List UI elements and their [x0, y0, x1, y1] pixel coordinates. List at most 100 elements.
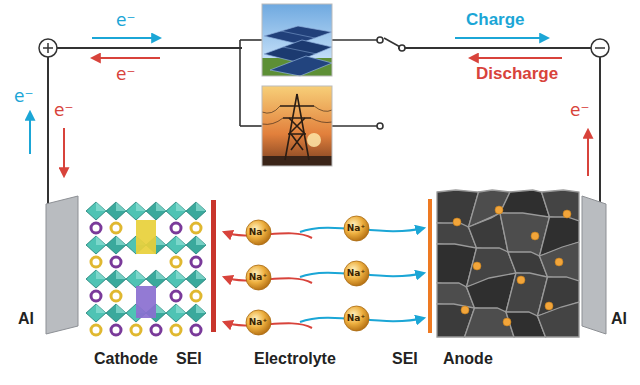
octahedron	[146, 270, 166, 288]
electron-label: e⁻	[570, 100, 589, 120]
discharge-label: Discharge	[476, 64, 558, 84]
illustration-part	[283, 47, 317, 54]
illustration-part	[92, 37, 160, 39]
illustration-part	[92, 57, 160, 59]
octahedron-facet	[196, 270, 206, 279]
octahedron	[86, 202, 106, 220]
sodium-ion: Na⁺	[245, 309, 272, 336]
octahedron-facet	[96, 270, 106, 279]
negative-terminal	[591, 39, 609, 57]
octahedron-facet	[96, 304, 106, 313]
octahedron	[166, 236, 186, 254]
stored-sodium	[517, 276, 525, 284]
illustration-part	[240, 125, 262, 127]
octahedron-facet	[156, 202, 166, 211]
part-label: SEI	[392, 350, 418, 368]
illustration-part	[377, 123, 383, 129]
octahedron	[106, 270, 126, 288]
octahedron	[146, 202, 166, 220]
illustration-part	[29, 112, 31, 154]
illustration-part	[262, 156, 332, 166]
electron-label: e⁻	[116, 64, 135, 84]
octahedron	[126, 270, 146, 288]
solar-panel-photo	[262, 4, 332, 76]
part-label: Anode	[443, 350, 493, 368]
illustration-part	[377, 37, 383, 43]
octahedron-facet	[176, 270, 186, 279]
sodium-ion: Na⁺	[245, 264, 272, 291]
sodium-site	[111, 257, 121, 267]
sodium-ion: Na⁺	[343, 215, 370, 242]
current-collector: Al	[578, 196, 636, 338]
sodium-ion: Na⁺	[245, 219, 272, 246]
stored-sodium	[461, 306, 469, 314]
sei-layer: SEI	[390, 195, 434, 372]
octahedron-facet	[136, 202, 146, 211]
illustration-part	[595, 47, 605, 49]
octahedron	[166, 270, 186, 288]
illustration-part	[39, 39, 57, 57]
part-label: Cathode	[94, 350, 158, 368]
illustration-part	[289, 118, 305, 150]
octahedron-facet	[96, 236, 106, 245]
sodium-ion: Na⁺	[343, 305, 370, 332]
ion-label: Na⁺	[347, 268, 365, 278]
ion-label: Na⁺	[347, 313, 365, 323]
node-picture	[578, 196, 636, 338]
al-plate	[582, 196, 606, 334]
node-picture	[437, 192, 579, 372]
illustration-part	[587, 130, 589, 176]
electron-label: e⁻	[54, 100, 73, 120]
octahedron	[86, 304, 106, 322]
charge-label: Charge	[466, 10, 525, 30]
octahedron-facet	[156, 236, 166, 245]
ion-label: Na⁺	[249, 317, 267, 327]
sodium-site	[191, 257, 201, 267]
ion-label: Na⁺	[249, 272, 267, 282]
stored-sodium	[453, 218, 461, 226]
illustration-part	[455, 37, 548, 39]
octahedron	[186, 236, 206, 254]
illustration-part	[63, 128, 65, 176]
current-collector: Al	[16, 196, 82, 338]
stored-sodium	[495, 206, 503, 214]
ion-sphere	[246, 265, 271, 290]
illustration-part	[262, 106, 332, 124]
ion-label: Na⁺	[347, 223, 365, 233]
illustration-part	[280, 94, 314, 160]
illustration-part	[399, 45, 405, 51]
node-picture	[174, 198, 220, 372]
illustration-part	[47, 43, 49, 53]
sodium-site	[191, 325, 201, 335]
illustration-part	[332, 39, 377, 41]
node-picture	[86, 200, 206, 372]
illustration-part	[239, 40, 241, 126]
octahedron	[186, 202, 206, 220]
dopant-block	[136, 286, 156, 318]
sodium-site	[191, 291, 201, 301]
electron-label: e⁻	[116, 10, 135, 30]
sodium-site	[191, 223, 201, 233]
octahedron-facet	[116, 202, 126, 211]
octahedron-facet	[196, 202, 206, 211]
illustration-part	[470, 57, 562, 59]
octahedron-facet	[196, 304, 206, 313]
illustration-part	[285, 94, 309, 160]
illustration-part	[262, 86, 332, 166]
carbon-grain	[538, 302, 580, 337]
octahedron	[86, 270, 106, 288]
sodium-site	[91, 223, 101, 233]
node-picture	[390, 195, 434, 372]
illustration-part	[591, 39, 609, 57]
illustration-part	[262, 4, 332, 76]
ion-sphere	[246, 310, 271, 335]
octahedron-facet	[176, 202, 186, 211]
sei-film	[211, 200, 216, 332]
octahedron-facet	[196, 236, 206, 245]
region-label: Electrolyte	[254, 350, 336, 368]
illustration-part	[262, 86, 332, 166]
switch-symbol	[377, 37, 405, 129]
carbon-grain	[540, 242, 580, 281]
illustration-part	[332, 125, 377, 127]
octahedron-facet	[116, 304, 126, 313]
